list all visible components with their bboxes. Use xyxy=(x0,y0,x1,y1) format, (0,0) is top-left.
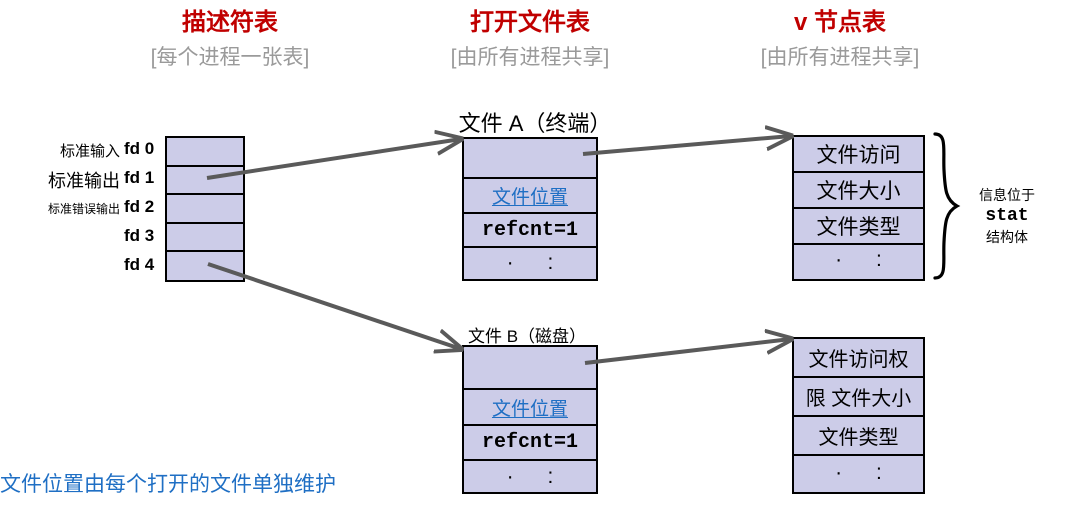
stat-note-line1: 信息位于 xyxy=(979,187,1035,203)
descriptor-cell-fd2[interactable] xyxy=(167,195,243,224)
fd-label-4: fd 4 xyxy=(124,255,155,274)
column-title-descriptor-table: 描述符表 xyxy=(182,9,278,36)
vnode-cell-label: 文件大小 xyxy=(816,180,901,203)
arrow-file-b-to-vnode-2 xyxy=(584,339,791,365)
fd-label-3: fd 3 xyxy=(124,226,155,245)
vnode-cell-label: 限 文件大小 xyxy=(805,388,912,410)
descriptor-label-stderr: 标准错误输出 xyxy=(47,202,120,216)
descriptor-cell-fd3[interactable] xyxy=(167,224,243,253)
stat-struct-note: 信息位于 stat 结构体 xyxy=(962,185,1052,248)
column-subtitle-vnode-table: [由所有进程共享] xyxy=(760,46,920,69)
stat-brace xyxy=(933,132,961,280)
vnode1-cell-file-access[interactable]: 文件访问 xyxy=(794,137,923,173)
arrow-fd4-to-file-b xyxy=(207,262,461,349)
vnode-cell-label: 文件类型 xyxy=(816,216,901,239)
file-position-link[interactable]: 文件位置 xyxy=(491,187,568,208)
vnode-cell-label: 文件访问权 xyxy=(808,349,909,371)
open-file-a-cell-file-position[interactable]: 文件位置 xyxy=(464,179,596,214)
arrow-fd1-to-file-a xyxy=(206,139,461,180)
open-file-b-cell-empty[interactable] xyxy=(464,347,596,390)
arrow-file-a-to-vnode-1 xyxy=(582,136,791,156)
stat-note-line2: stat xyxy=(985,206,1029,226)
descriptor-cell-fd0[interactable] xyxy=(167,138,243,167)
ellipsis-glyph: · : xyxy=(835,248,896,271)
descriptor-cell-fd4[interactable] xyxy=(167,252,243,281)
open-file-table-b: 文件位置 refcnt=1 · : xyxy=(462,345,598,494)
open-file-a-cell-ellipsis[interactable]: · : xyxy=(464,248,596,278)
vnode1-cell-file-size[interactable]: 文件大小 xyxy=(794,173,923,209)
descriptor-label-stdin: 标准输入 xyxy=(59,143,120,160)
open-file-table-a-title: 文件 A（终端） xyxy=(458,111,612,136)
vnode2-cell-file-access-permission[interactable]: 文件访问权 xyxy=(794,339,923,378)
open-file-table-a: 文件位置 refcnt=1 · : xyxy=(462,137,598,281)
vnode2-cell-file-type[interactable]: 文件类型 xyxy=(794,417,923,456)
ellipsis-glyph: · : xyxy=(506,251,568,274)
vnode-table-2: 文件访问权 限 文件大小 文件类型 · : xyxy=(792,337,925,494)
open-file-b-cell-refcnt[interactable]: refcnt=1 xyxy=(464,426,596,461)
open-file-b-cell-ellipsis[interactable]: · : xyxy=(464,461,596,492)
descriptor-cell-fd1[interactable] xyxy=(167,167,243,196)
descriptor-table xyxy=(165,136,245,282)
fd-label-2: fd 2 xyxy=(124,197,155,216)
vnode-cell-label: 文件类型 xyxy=(818,427,899,449)
vnode-cell-label: 文件访问 xyxy=(816,144,901,167)
stat-note-line3: 结构体 xyxy=(986,229,1028,245)
open-file-b-cell-file-position[interactable]: 文件位置 xyxy=(464,390,596,426)
open-file-table-b-title: 文件 B（磁盘） xyxy=(467,327,587,346)
descriptor-label-stdout: 标准输出 xyxy=(48,171,120,191)
fd-label-1: fd 1 xyxy=(124,168,155,187)
fd-label-0: fd 0 xyxy=(124,139,155,158)
open-file-a-cell-refcnt[interactable]: refcnt=1 xyxy=(464,214,596,248)
refcnt-value: refcnt=1 xyxy=(481,431,578,454)
vnode1-cell-file-type[interactable]: 文件类型 xyxy=(794,209,923,245)
column-title-open-file-table: 打开文件表 xyxy=(470,9,590,36)
column-title-vnode-table: v 节点表 xyxy=(793,9,886,36)
file-position-link[interactable]: 文件位置 xyxy=(491,398,568,420)
column-subtitle-descriptor-table: [每个进程一张表] xyxy=(150,46,310,69)
vnode1-cell-ellipsis[interactable]: · : xyxy=(794,245,923,275)
vnode2-cell-ellipsis[interactable]: · : xyxy=(794,456,923,490)
vnode-table-1: 文件访问 文件大小 文件类型 · : xyxy=(792,135,925,281)
ellipsis-glyph: · : xyxy=(835,461,896,484)
footnote-file-position: 文件位置由每个打开的文件单独维护 xyxy=(0,473,336,496)
ellipsis-glyph: · : xyxy=(506,464,568,488)
refcnt-value: refcnt=1 xyxy=(481,218,578,242)
column-subtitle-open-file-table: [由所有进程共享] xyxy=(450,46,610,69)
open-file-a-cell-empty[interactable] xyxy=(464,139,596,179)
vnode2-cell-file-size[interactable]: 限 文件大小 xyxy=(794,378,923,417)
